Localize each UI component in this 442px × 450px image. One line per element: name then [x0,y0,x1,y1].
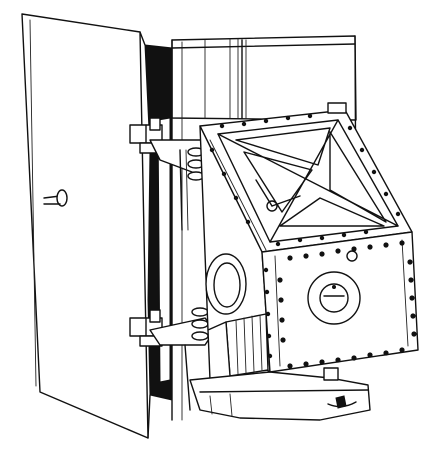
top-panel-rivets [209,113,401,247]
cabinet-door [21,13,151,439]
viewing-port-icon [205,253,247,315]
front-face-rivets [277,240,417,369]
upper-mounting-arm [149,139,216,231]
cabinet-interior-shadow [144,44,173,401]
lower-mounting-arm [149,307,216,411]
door-handle-icon [43,189,68,207]
enclosure-top-panel [199,102,413,253]
vent-grille [207,313,269,381]
internal-linkage [255,179,358,262]
left-face-rivets [263,267,273,359]
glove-port-icon [307,271,361,325]
enclosure-base [189,367,371,421]
